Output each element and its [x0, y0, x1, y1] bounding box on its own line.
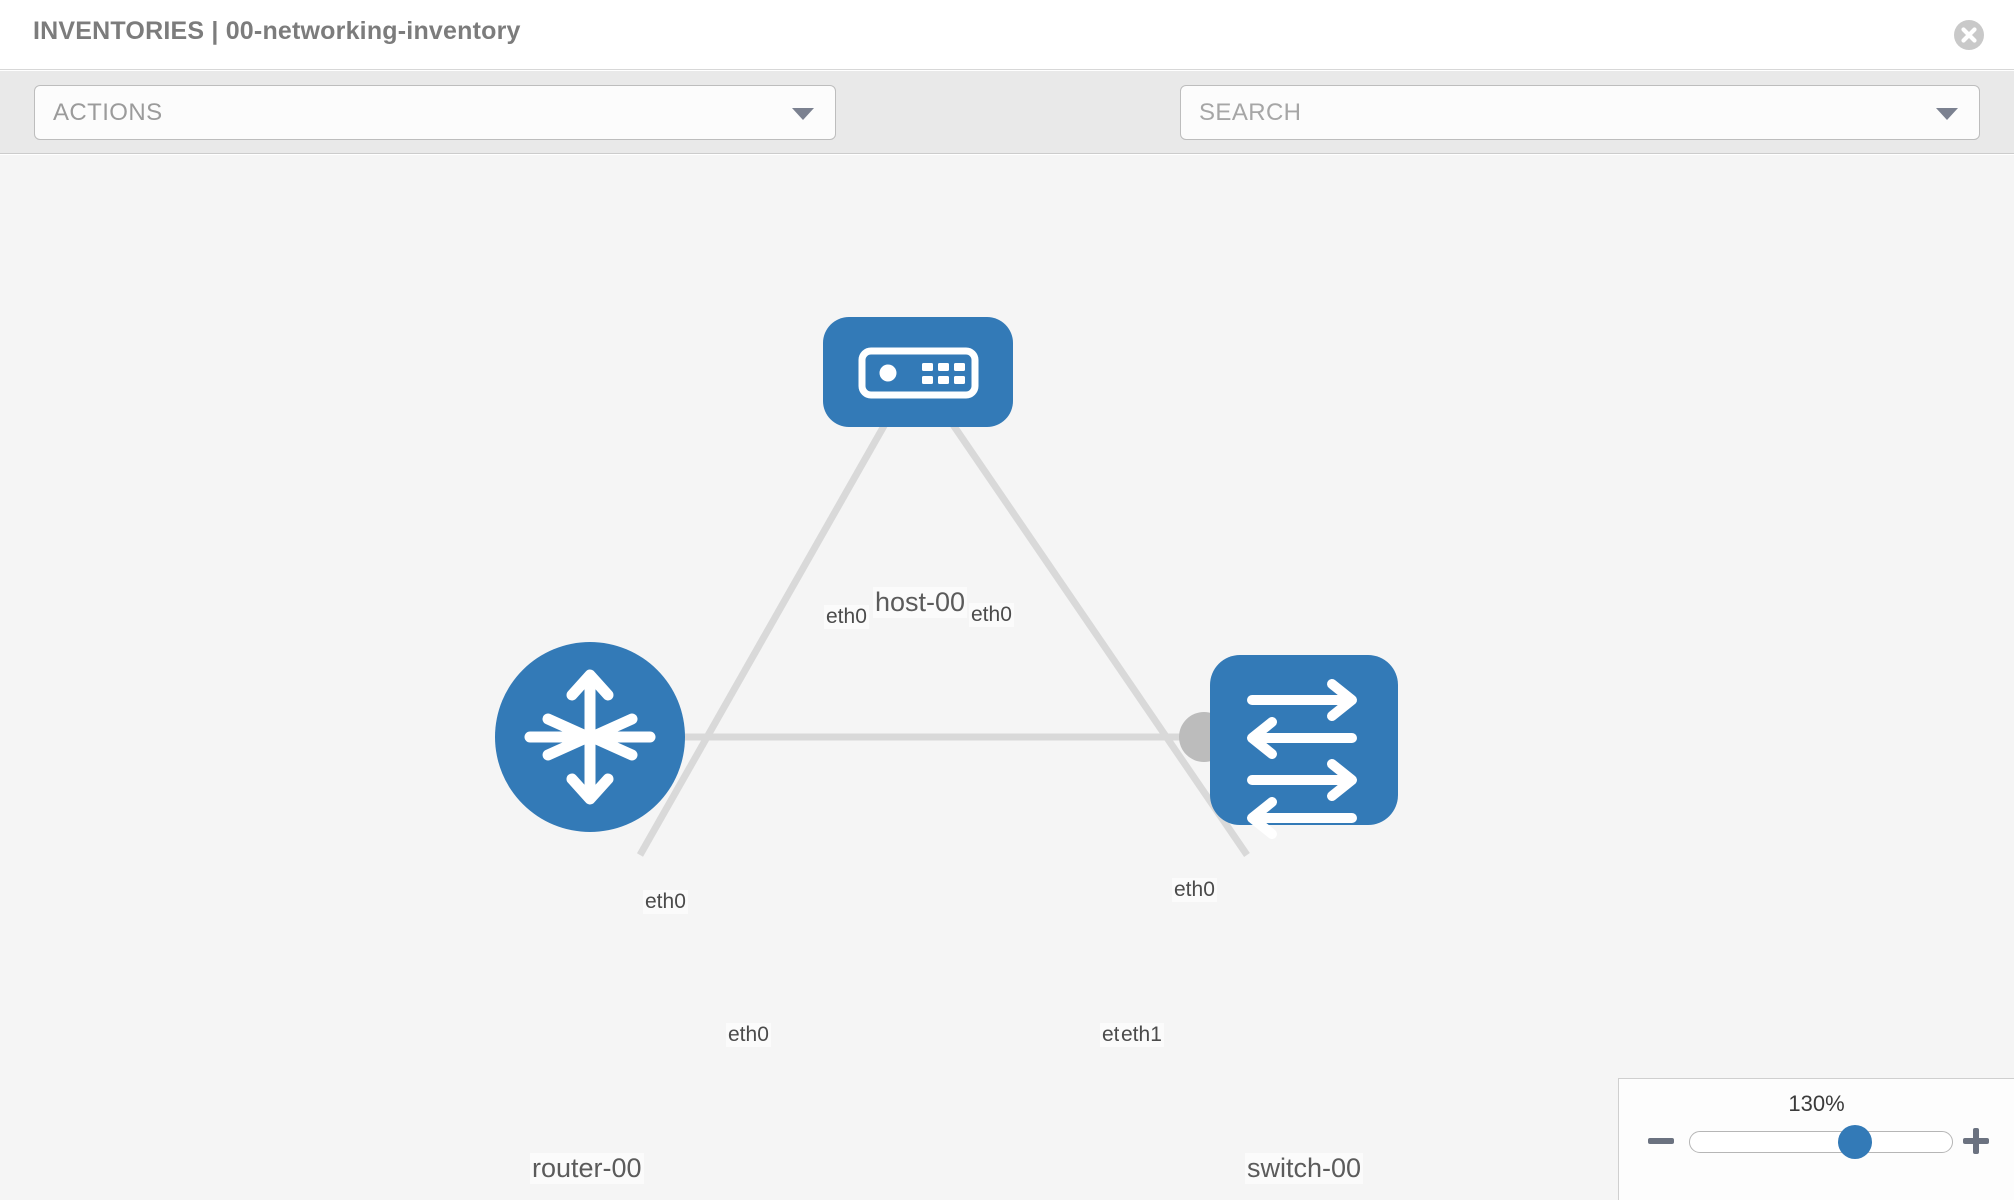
- page-header: INVENTORIES | 00-networking-inventory: [0, 0, 2014, 70]
- zoom-slider[interactable]: [1689, 1125, 1953, 1159]
- switch-arrows-icon: [1247, 679, 1357, 839]
- zoom-level-value: 130%: [1788, 1091, 1845, 1116]
- router-arrows-icon: [524, 669, 656, 805]
- node-label-host-00: host-00: [873, 587, 968, 618]
- link-router-host: [636, 408, 897, 857]
- zoom-slider-thumb[interactable]: [1838, 1125, 1872, 1159]
- port-label-router-north: eth0: [643, 890, 688, 914]
- port-label-switch-west: eth1: [1119, 1023, 1164, 1047]
- node-label-switch-00: switch-00: [1245, 1153, 1364, 1184]
- search-placeholder: SEARCH: [1199, 99, 1302, 126]
- minus-icon[interactable]: [1645, 1125, 1677, 1157]
- port-label-router-east: eth0: [726, 1023, 771, 1047]
- chevron-down-icon[interactable]: [1936, 108, 1958, 120]
- actions-dropdown-label: ACTIONS: [53, 99, 163, 126]
- node-switch-00[interactable]: [1210, 655, 1398, 839]
- server-icon: [858, 347, 979, 399]
- server-vents: [922, 363, 965, 384]
- node-router-00[interactable]: [495, 642, 685, 832]
- chevron-down-icon: [792, 108, 814, 120]
- actions-dropdown[interactable]: ACTIONS: [34, 85, 836, 140]
- port-label-switch-north: eth0: [1172, 878, 1217, 902]
- zoom-control-panel: 130%: [1618, 1078, 2014, 1200]
- close-icon[interactable]: [1952, 18, 1986, 52]
- node-host-00[interactable]: [823, 317, 1013, 427]
- topology-graph: [495, 317, 1398, 857]
- topology-links: [636, 408, 1250, 857]
- server-led: [879, 364, 897, 382]
- link-host-switch: [942, 411, 1250, 857]
- topology-canvas[interactable]: host-00 router-00 switch-00 eth0 eth0 et…: [0, 155, 2014, 1200]
- port-label-host-right: eth0: [969, 603, 1014, 627]
- plus-icon[interactable]: [1960, 1125, 1992, 1157]
- node-label-router-00: router-00: [530, 1153, 644, 1184]
- port-label-host-left: eth0: [824, 605, 869, 629]
- toolbar: ACTIONS SEARCH: [0, 71, 2014, 199]
- search-input[interactable]: SEARCH: [1180, 85, 1980, 140]
- page-title: INVENTORIES | 00-networking-inventory: [33, 17, 521, 45]
